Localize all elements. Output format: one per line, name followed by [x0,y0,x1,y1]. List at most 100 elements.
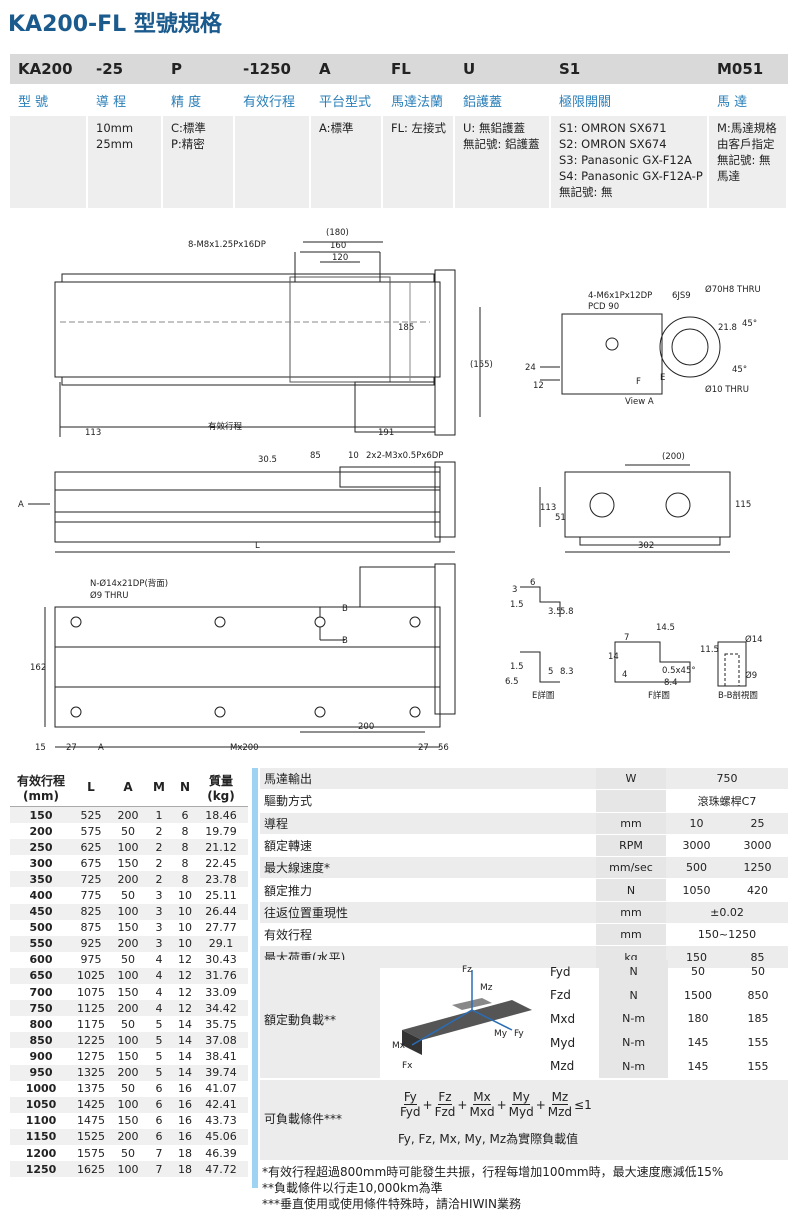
stroke-cell: 550 [29,937,53,951]
load-unit: N [599,983,669,1008]
code-header-8: M051 [717,60,764,78]
load-value: 850 [747,988,769,1002]
code-header-3: -1250 [243,60,291,78]
code-header-0: KA200 [18,60,73,78]
svg-text:N-Ø14x21DP(背面): N-Ø14x21DP(背面) [90,578,168,589]
stroke-cell: 200 [29,824,53,838]
stroke-cell: 1150 [25,1130,57,1144]
stroke-cell: 6 [155,1082,163,1096]
code-label-3: 有效行程 [243,94,296,110]
cond-le: ≤1 [574,1097,592,1112]
svg-text:6: 6 [530,578,535,588]
svg-text:162: 162 [30,663,46,673]
stroke-cell: 12 [178,969,192,983]
stroke-cell: 1000 [25,1082,57,1096]
stroke-cell: 7 [155,1162,163,1176]
stroke-cell: 200 [117,937,139,951]
stroke-cell: 450 [29,905,53,919]
svg-text:Mx200: Mx200 [230,743,259,753]
stroke-cell: 2 [155,840,163,854]
stroke-cell: 700 [29,985,53,999]
code-label-0: 型 號 [18,94,49,110]
svg-text:L: L [255,541,260,551]
stroke-cell: 33.09 [205,985,237,999]
load-unit: N [599,960,669,984]
svg-text:5.8: 5.8 [560,607,574,617]
code-header-6: U [463,60,476,78]
stroke-cell: 18 [178,1146,192,1160]
code-header-5: FL [391,60,411,78]
code-option-6: U: 無鋁護蓋 無記號: 鋁護蓋 [455,116,551,208]
stroke-cell: 150 [117,856,139,870]
spec-value: 420 [747,883,768,897]
stroke-cell: 3 [155,889,163,903]
svg-text:51: 51 [555,513,566,523]
svg-text:115: 115 [735,500,751,510]
stroke-cell: 14 [178,1033,192,1047]
svg-text:191: 191 [378,428,394,438]
svg-text:E詳圖: E詳圖 [532,690,554,701]
spec-row: 驅動方式滾珠螺桿C7 [260,790,788,813]
svg-text:1.5: 1.5 [510,600,524,610]
stroke-cell: 43.73 [205,1114,237,1128]
stroke-cell: 2 [155,856,163,870]
stroke-cell: 8 [181,840,189,854]
spec-name: 有效行程 [264,928,313,943]
cond-den: Fzd [434,1105,456,1119]
stroke-cell: 4 [155,969,163,983]
stroke-cell: 5 [155,1017,163,1031]
stroke-cell: 1375 [77,1082,105,1096]
svg-text:200: 200 [358,722,374,732]
svg-text:Mx: Mx [392,1041,406,1051]
stroke-cell: 1250 [25,1162,57,1176]
detail-e [520,586,561,617]
svg-text:302: 302 [638,541,654,551]
load-name: Mxd [550,1011,576,1026]
svg-text:B: B [342,604,348,614]
svg-text:8.3: 8.3 [560,667,574,677]
svg-text:B-B剖視圖: B-B剖視圖 [718,690,758,701]
code-option-5: FL: 左接式 [383,116,455,208]
stroke-cell: 4 [155,953,163,967]
svg-text:8.4: 8.4 [664,678,678,688]
spec-unit: RPM [596,834,666,857]
stroke-cell: 1475 [77,1114,105,1128]
svg-text:21.8: 21.8 [718,323,737,333]
stroke-cell: 3 [155,937,163,951]
stroke-cell: 1425 [77,1098,105,1112]
svg-text:3.5: 3.5 [548,607,562,617]
stroke-cell: 200 [117,1066,139,1080]
spec-value: 3000 [682,839,711,853]
spec-unit [596,790,666,812]
svg-text:113: 113 [540,503,556,513]
load-value: 145 [687,1059,709,1073]
dim-180: (180) [326,228,349,238]
stroke-cell: 35.75 [205,1017,237,1031]
stroke-cell: 2 [155,824,163,838]
spec-unit: mm [596,924,666,946]
stroke-cell: 8 [181,824,189,838]
svg-text:56: 56 [438,743,449,753]
stroke-cell: 150 [29,808,53,822]
footnote-3: ***垂直使用或使用條件特殊時，請洽HIWIN業務 [262,1197,521,1211]
code-option-8: M:馬達規格 由客戶指定 無記號: 無 馬達 [709,116,788,208]
stroke-cell: 46.39 [205,1146,237,1160]
stroke-col-header: M [153,780,165,794]
